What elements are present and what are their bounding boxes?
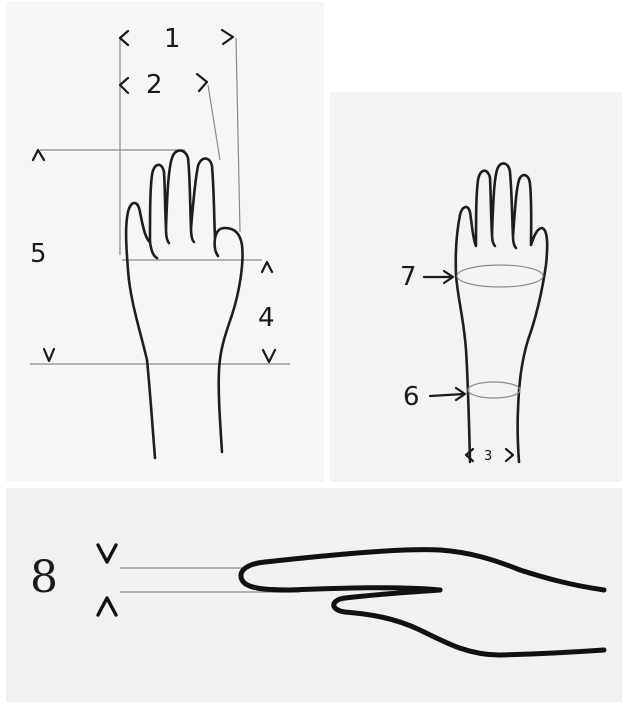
measure-3-label: 3 [484,449,492,464]
measure-5-label: 5 [30,239,47,269]
measure-7-label: 7 [400,262,417,292]
panel-top-right [330,92,622,482]
measure-4-label: 4 [258,303,275,333]
measure-6-label: 6 [403,382,420,412]
panel-top-left [6,2,324,482]
panel-bottom [6,488,622,702]
measure-8-label: 8 [30,552,58,603]
measure-2-label: 2 [146,70,163,100]
measure-1-label: 1 [164,24,181,54]
